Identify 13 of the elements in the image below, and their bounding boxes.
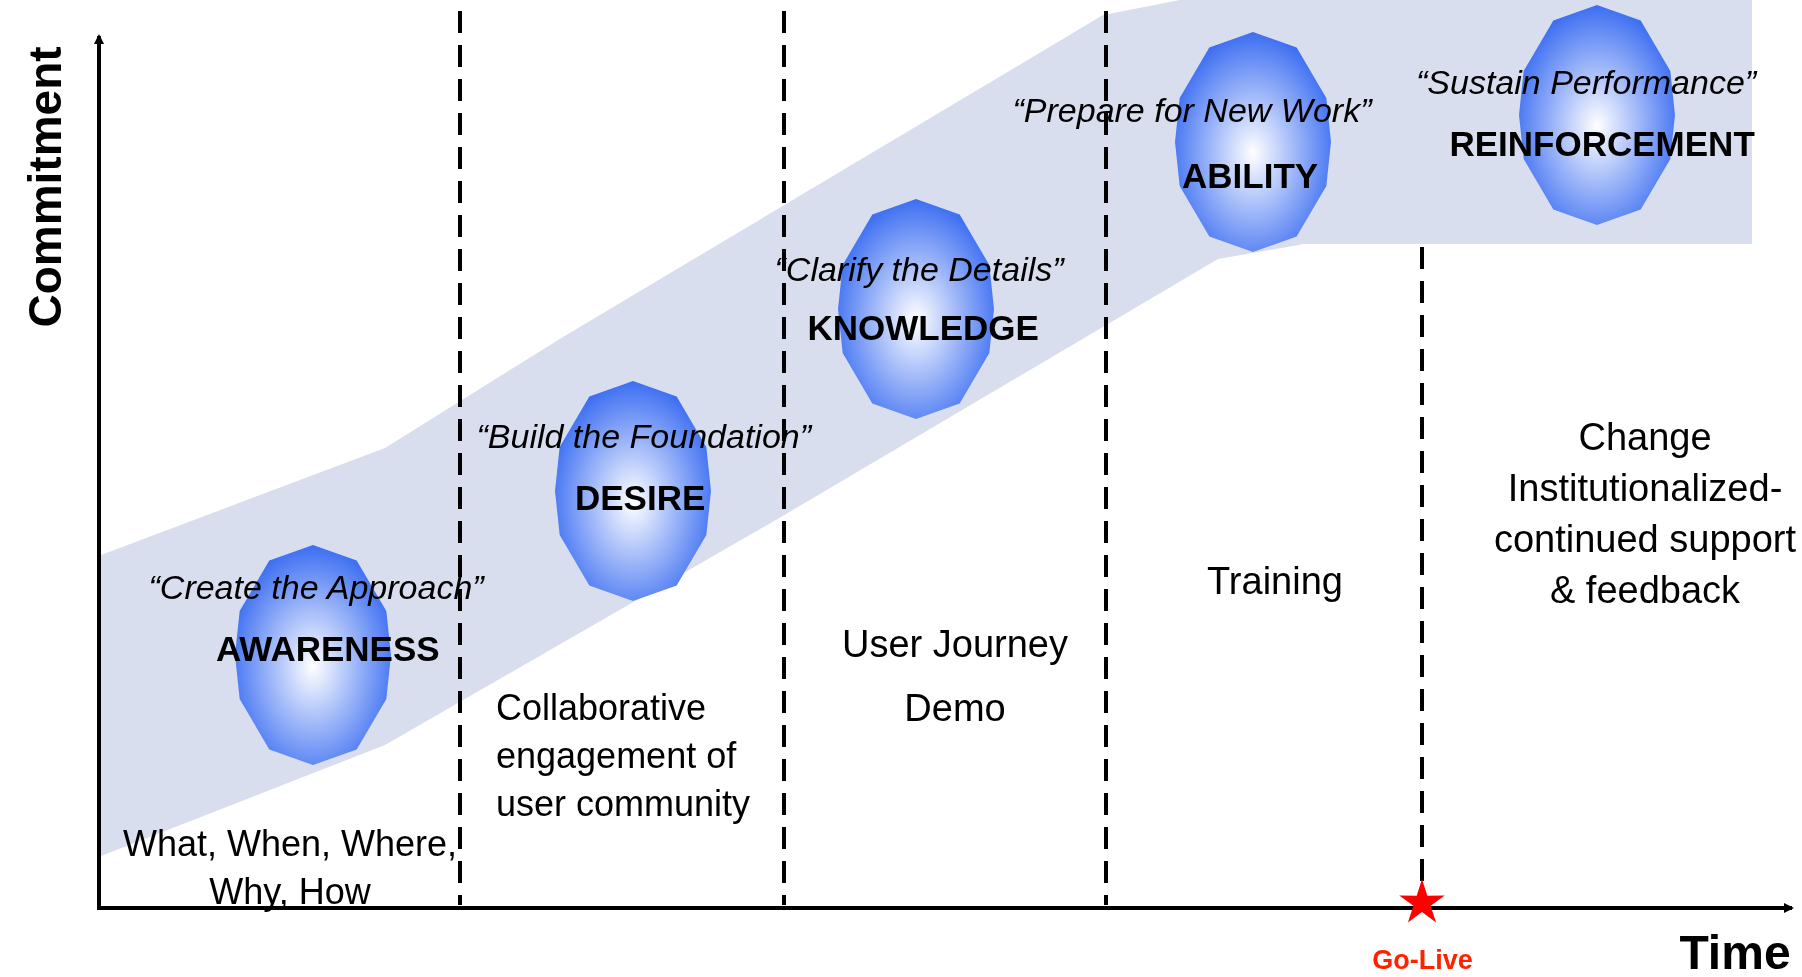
phase-description: Change Institutionalized-continued support & feedback [1492,415,1798,613]
stage-name: DESIRE [575,478,706,518]
phase-description: What, When, Where, Why, How [121,822,459,914]
stage-name: REINFORCEMENT [1449,124,1755,164]
stage-name: AWARENESS [216,629,440,669]
phase-description: Collaborative engagement of user community [496,686,752,826]
milestone-label: Go-Live [1371,945,1474,976]
axis-title: Time [1678,925,1792,977]
phase-description: Training [1206,560,1344,603]
phase-description: User Journey Demo [841,622,1069,731]
stage-name: KNOWLEDGE [807,308,1039,348]
stage-name: ABILITY [1182,156,1319,196]
axis-title: Commitment [18,45,72,330]
